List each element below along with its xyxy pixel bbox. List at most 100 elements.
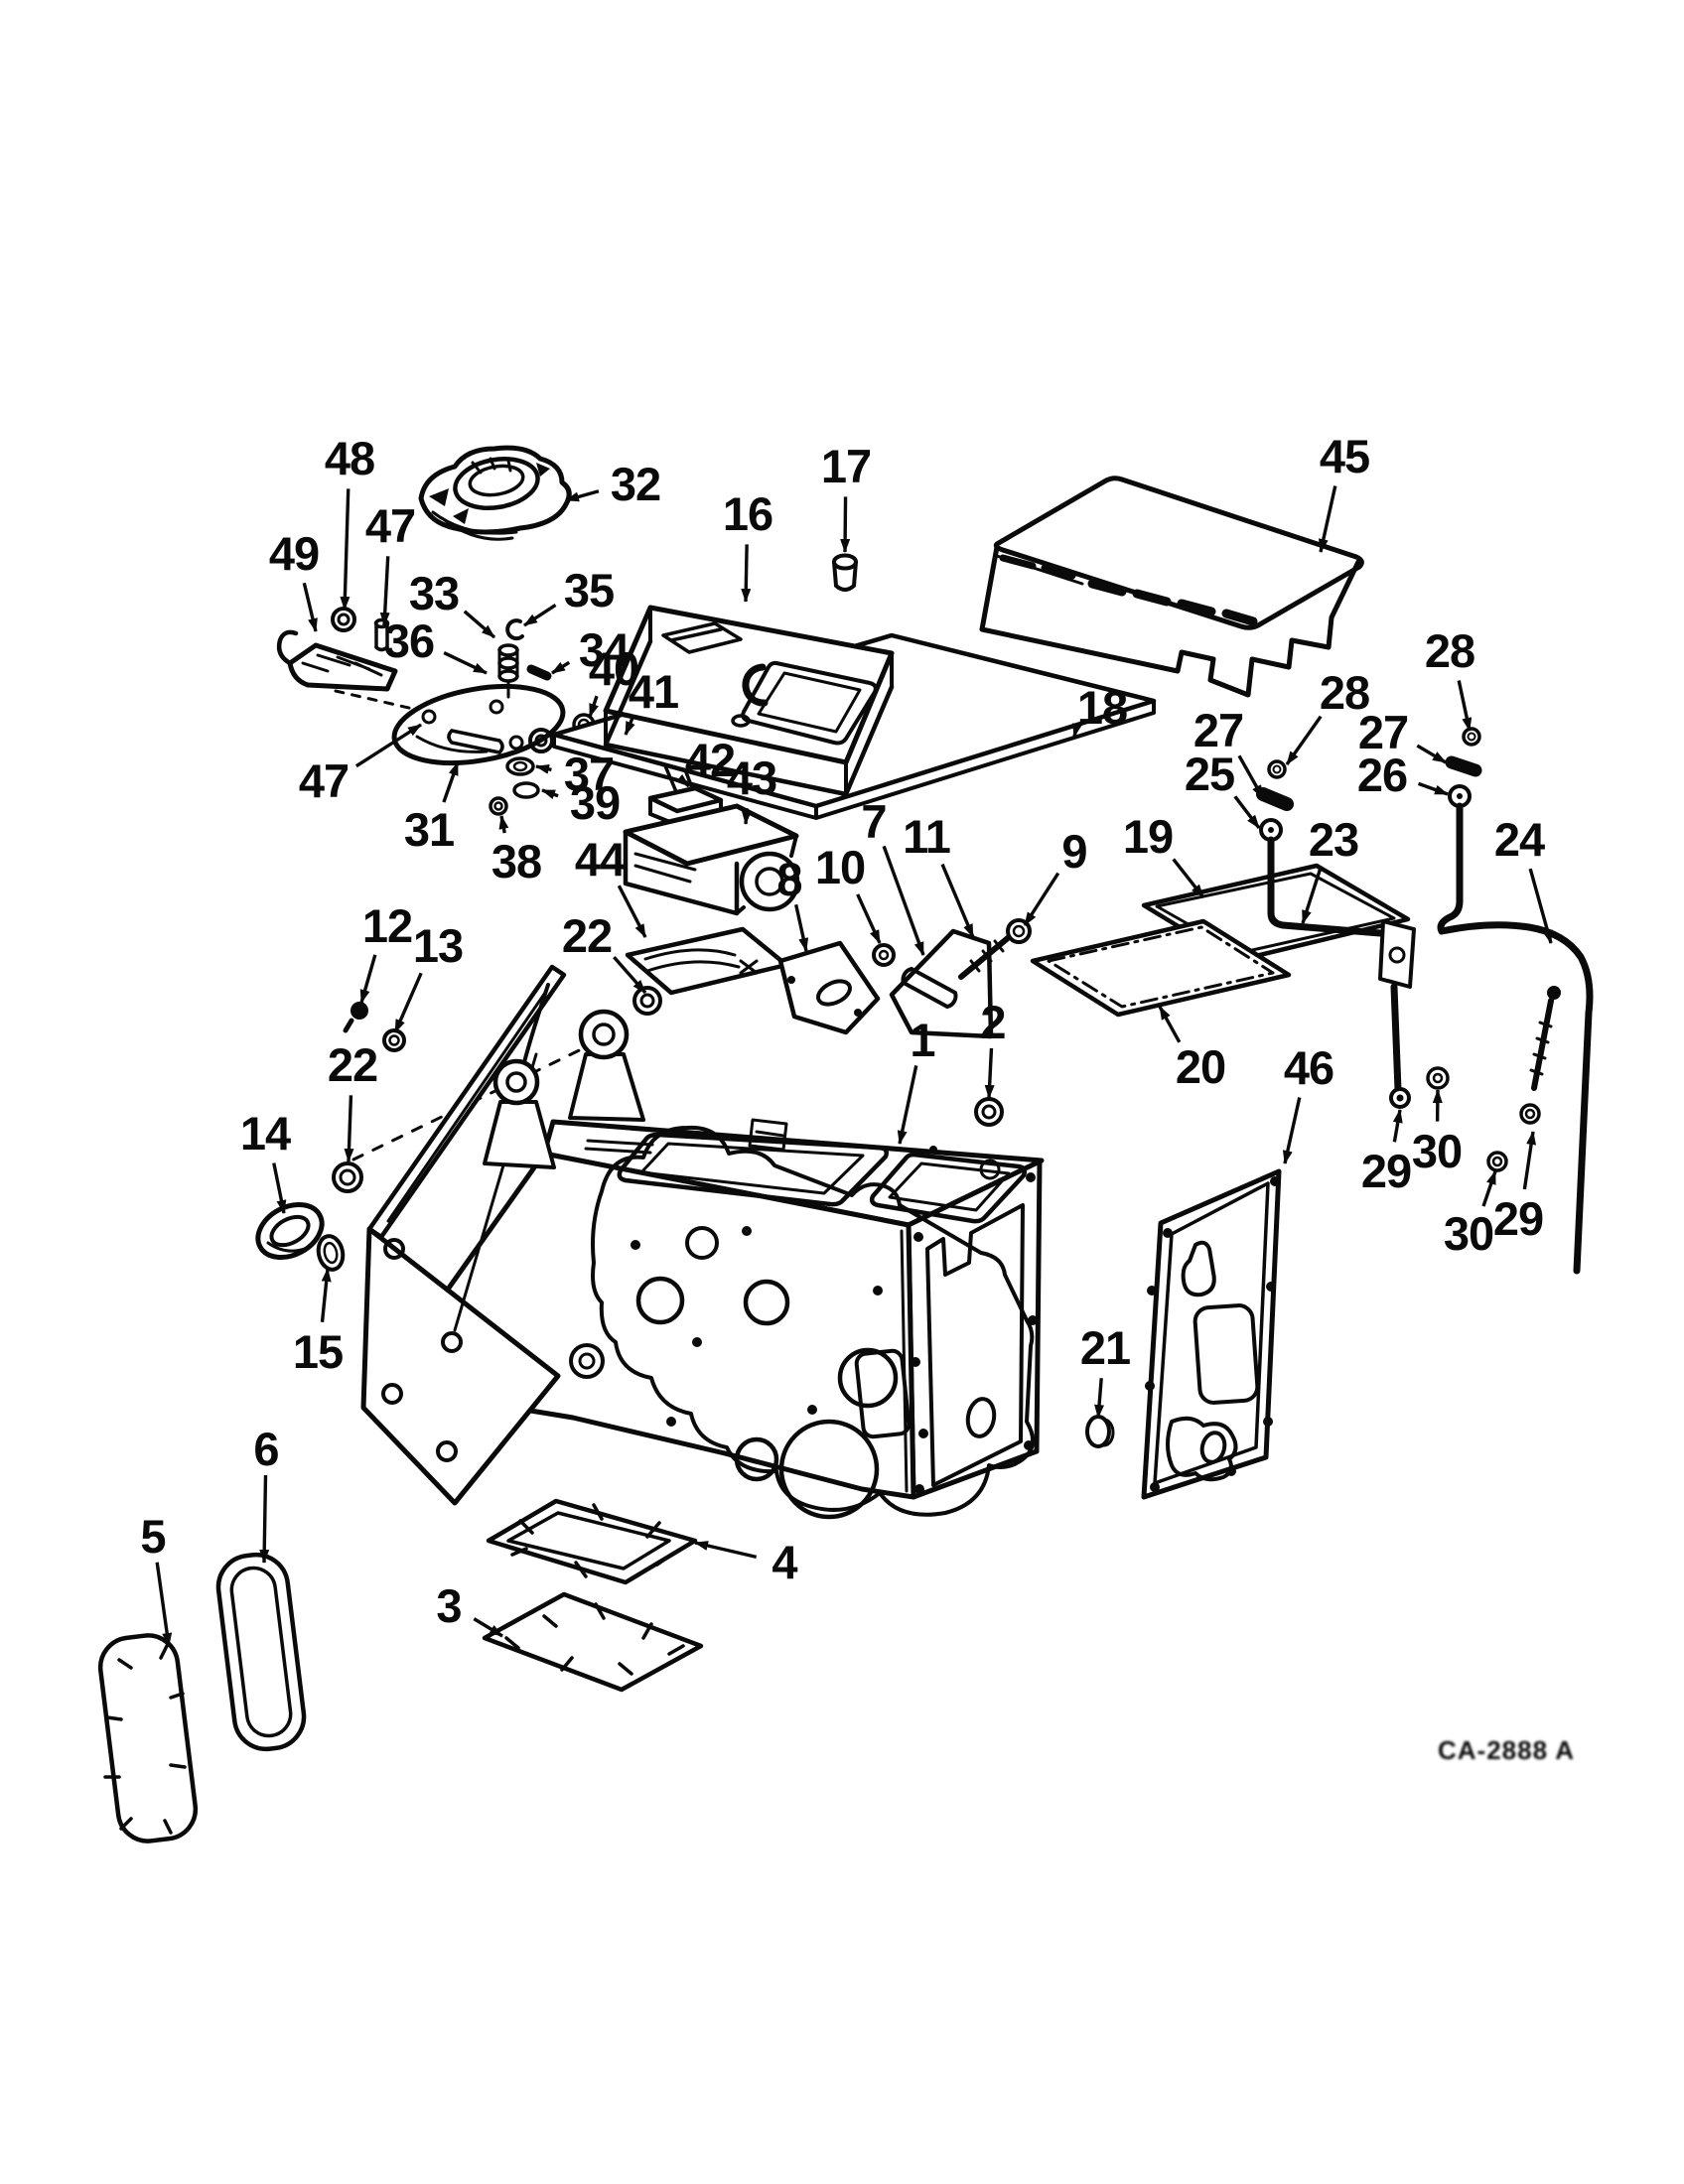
callout-14: 14 [240,1107,292,1214]
callout-40: 40 [588,642,639,718]
end-gasket [1141,1168,1282,1500]
callout-10: 10 [815,841,882,944]
callout-11: 11 [903,810,975,938]
callout-8: 8 [776,853,809,952]
callout-number: 9 [1061,825,1086,878]
callout-28: 28 [1425,624,1475,732]
callout-number: 35 [564,564,614,616]
latch-lever [276,607,436,742]
callout-number: 4 [772,1536,797,1588]
callout-number: 29 [1361,1145,1411,1197]
callout-16: 16 [723,487,773,603]
callout-number: 39 [570,776,620,829]
bolts-washers [1426,986,1561,1172]
callout-number: 20 [1176,1040,1225,1093]
main-housing [351,964,1045,1520]
callout-49: 49 [269,527,320,632]
callout-number: 10 [815,841,865,893]
callout-number: 49 [269,527,319,580]
callout-number: 46 [1284,1041,1333,1094]
callout-12: 12 [359,899,413,1004]
callout-number: 47 [365,499,415,552]
callout-30: 30 [1444,1170,1497,1260]
callout-35: 35 [523,564,615,627]
filler-cap [418,445,572,541]
callout-number: 29 [1493,1192,1543,1245]
callout-number: 16 [723,487,772,540]
callout-19: 19 [1123,810,1205,899]
bottom-covers [97,1498,704,1843]
callout-number: 17 [821,440,871,492]
callout-22: 22 [328,1038,378,1162]
callout-number: 38 [491,835,541,887]
callout-number: 41 [629,665,678,718]
callout-4: 4 [694,1536,798,1588]
callout-number: 27 [1358,706,1408,758]
callout-number: 33 [409,567,459,619]
callout-number: 30 [1412,1125,1462,1177]
tubes [1256,727,1594,1275]
callout-29: 29 [1361,1109,1412,1197]
callout-15: 15 [293,1268,344,1378]
callout-number: 13 [413,919,463,972]
valve-body [623,785,800,916]
callout-number: 32 [611,458,660,510]
callout-number: 3 [436,1579,461,1632]
callout-2: 2 [980,996,1007,1099]
callout-46: 46 [1282,1041,1334,1164]
callout-39: 39 [541,776,621,829]
large-cover [979,476,1364,698]
callout-28: 28 [1285,666,1370,765]
callout-43: 43 [727,751,777,825]
callout-number: 2 [980,996,1005,1048]
callout-37: 37 [535,748,615,800]
callout-21: 21 [1080,1321,1131,1419]
callout-number: 37 [564,748,614,800]
callout-47: 47 [299,723,422,807]
corner-code: CA-2888 A [1438,1735,1575,1765]
seals [255,986,1115,1448]
callout-38: 38 [491,815,542,887]
callout-number: 12 [362,899,412,952]
callout-1: 1 [897,1014,936,1145]
callout-number: 25 [1185,748,1234,800]
callout-31: 31 [404,761,460,856]
callout-3: 3 [436,1579,503,1638]
callout-20: 20 [1158,1006,1226,1093]
callout-number: 7 [861,795,886,848]
callout-number: 19 [1123,810,1173,863]
callout-number: 48 [325,432,374,484]
callout-41: 41 [624,665,679,736]
callout-5: 5 [140,1510,173,1647]
callout-number: 14 [240,1107,291,1160]
callout-number: 36 [384,614,434,667]
callout-number: 42 [685,734,735,786]
callout-7: 7 [861,795,925,956]
callout-number: 43 [727,751,776,804]
top-cover [603,605,895,797]
callout-number: 44 [575,833,626,886]
callout-number: 34 [579,623,630,676]
plug-17 [832,553,858,592]
callout-number: 47 [299,754,349,807]
callout-44: 44 [575,833,647,938]
callout-number: 18 [1077,681,1127,734]
callout-23: 23 [1301,813,1359,924]
callout-47: 47 [365,499,416,626]
callout-42: 42 [675,734,736,788]
callout-27: 27 [1193,704,1265,799]
callout-26: 26 [1357,749,1449,801]
callout-number: 22 [328,1038,377,1091]
callout-18: 18 [1071,681,1128,738]
callout-17: 17 [821,440,872,553]
callout-number: 8 [776,853,801,905]
callout-number: 40 [589,642,638,695]
callout-number: 26 [1357,749,1407,801]
callout-45: 45 [1318,430,1370,553]
callout-22: 22 [562,909,647,995]
callout-number: 5 [140,1510,165,1563]
callout-number: 30 [1444,1207,1493,1260]
callout-number: 24 [1494,813,1545,866]
